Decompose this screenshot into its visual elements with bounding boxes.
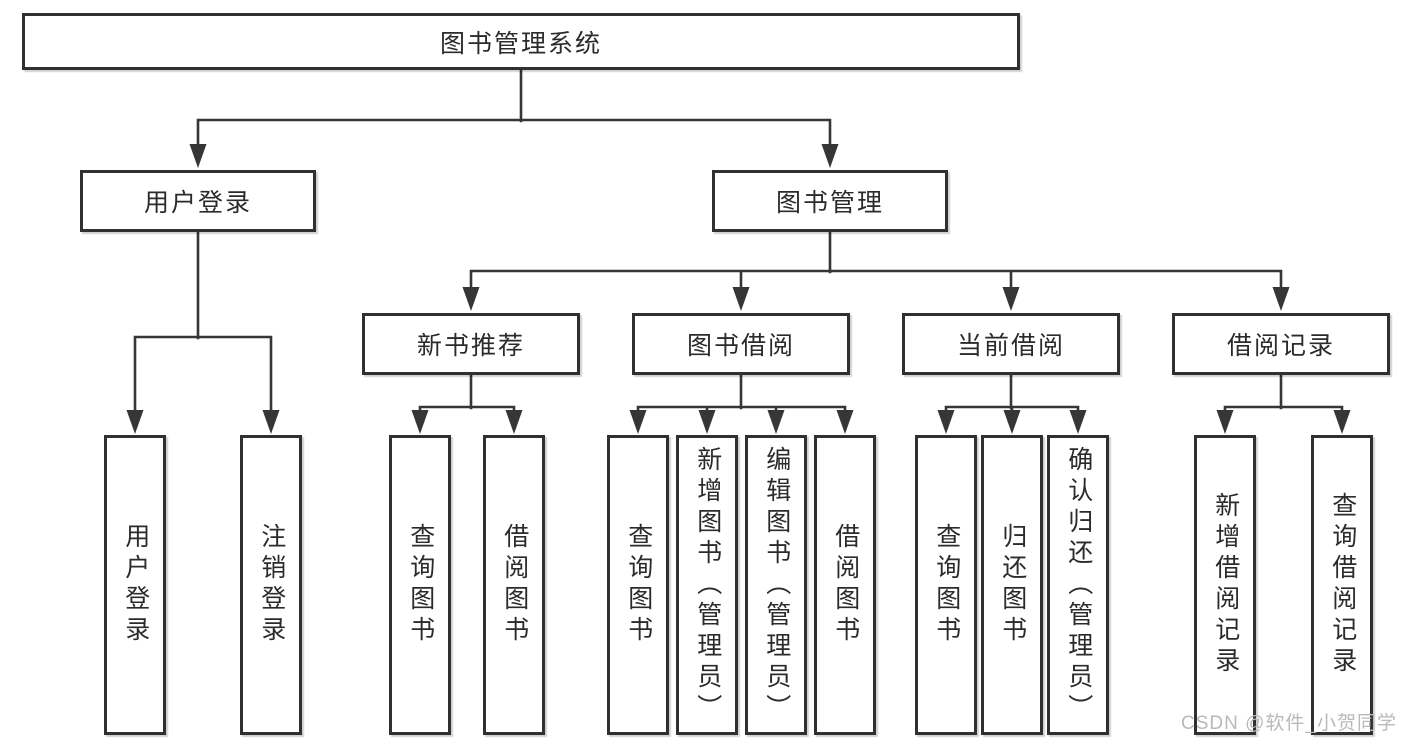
node-label: 归还图书 bbox=[998, 523, 1027, 647]
node-nb-query-books: 查询图书 bbox=[389, 435, 451, 735]
node-borrow-records: 借阅记录 bbox=[1172, 313, 1390, 375]
connector-current-borrow-branch bbox=[944, 373, 1080, 415]
node-book-borrow: 图书借阅 bbox=[632, 313, 850, 375]
arrow-down-icon bbox=[1216, 410, 1234, 434]
node-current-borrow: 当前借阅 bbox=[902, 313, 1120, 375]
node-label: 编辑图书（管理员） bbox=[762, 445, 791, 725]
arrow-down-icon bbox=[629, 410, 647, 434]
node-label: 借阅记录 bbox=[1226, 332, 1335, 360]
connector-new-books-branch bbox=[418, 373, 516, 415]
node-br-add-record: 新增借阅记录 bbox=[1194, 435, 1256, 735]
node-label: 查询图书 bbox=[406, 523, 435, 647]
connector-book-mgmt-branch bbox=[469, 230, 1283, 291]
arrow-down-icon bbox=[1003, 410, 1021, 434]
arrow-down-icon bbox=[262, 410, 280, 434]
node-cb-confirm-return: 确认归还（管理员） bbox=[1047, 435, 1109, 735]
node-bb-edit-books: 编辑图书（管理员） bbox=[745, 435, 807, 735]
node-label: 确认归还（管理员） bbox=[1064, 445, 1093, 725]
node-user-login: 用户登录 bbox=[80, 170, 316, 232]
arrow-down-icon bbox=[1002, 287, 1020, 311]
node-label: 图书借阅 bbox=[686, 332, 795, 360]
node-bb-add-books: 新增图书（管理员） bbox=[676, 435, 738, 735]
node-label: 查询图书 bbox=[932, 523, 961, 647]
node-login: 用户登录 bbox=[104, 435, 166, 735]
node-label: 当前借阅 bbox=[956, 332, 1065, 360]
node-logout: 注销登录 bbox=[240, 435, 302, 735]
node-label: 新增图书（管理员） bbox=[693, 445, 722, 725]
node-label: 用户登录 bbox=[143, 189, 252, 217]
node-bb-borrow-books: 借阅图书 bbox=[814, 435, 876, 735]
arrow-down-icon bbox=[937, 410, 955, 434]
node-label: 新增借阅记录 bbox=[1211, 492, 1240, 678]
node-br-query-record: 查询借阅记录 bbox=[1311, 435, 1373, 735]
arrow-down-icon bbox=[698, 410, 716, 434]
node-new-book-recommend: 新书推荐 bbox=[362, 313, 580, 375]
node-label: 图书管理系统 bbox=[439, 29, 602, 58]
node-cb-return-books: 归还图书 bbox=[981, 435, 1043, 735]
node-cb-query-books: 查询图书 bbox=[915, 435, 977, 735]
arrow-down-icon bbox=[732, 287, 750, 311]
node-label: 图书管理 bbox=[775, 189, 884, 217]
arrow-down-icon bbox=[1069, 410, 1087, 434]
node-label: 新书推荐 bbox=[416, 332, 525, 360]
arrow-down-icon bbox=[1272, 287, 1290, 311]
connector-borrow-records-branch bbox=[1223, 373, 1344, 415]
arrow-down-icon bbox=[411, 410, 429, 434]
node-nb-borrow-books: 借阅图书 bbox=[483, 435, 545, 735]
node-label: 借阅图书 bbox=[500, 523, 529, 647]
arrow-down-icon bbox=[821, 144, 839, 168]
arrow-down-icon bbox=[836, 410, 854, 434]
arrow-down-icon bbox=[505, 410, 523, 434]
arrow-down-icon bbox=[1333, 410, 1351, 434]
node-label: 查询借阅记录 bbox=[1328, 492, 1357, 678]
node-root: 图书管理系统 bbox=[22, 13, 1020, 70]
node-label: 借阅图书 bbox=[831, 523, 860, 647]
connector-book-borrow-branch bbox=[636, 373, 847, 415]
arrow-down-icon bbox=[126, 410, 144, 434]
node-label: 查询图书 bbox=[624, 523, 653, 647]
arrow-down-icon bbox=[189, 144, 207, 168]
node-book-mgmt: 图书管理 bbox=[712, 170, 948, 232]
node-bb-query-books: 查询图书 bbox=[607, 435, 669, 735]
csdn-watermark: CSDN @软件_小贺同学 bbox=[1181, 713, 1397, 734]
arrow-down-icon bbox=[767, 410, 785, 434]
connector-user-login-branch bbox=[133, 230, 273, 414]
connector-root-branch bbox=[196, 68, 832, 148]
node-label: 注销登录 bbox=[257, 523, 286, 647]
arrow-down-icon bbox=[462, 287, 480, 311]
node-label: 用户登录 bbox=[121, 523, 150, 647]
